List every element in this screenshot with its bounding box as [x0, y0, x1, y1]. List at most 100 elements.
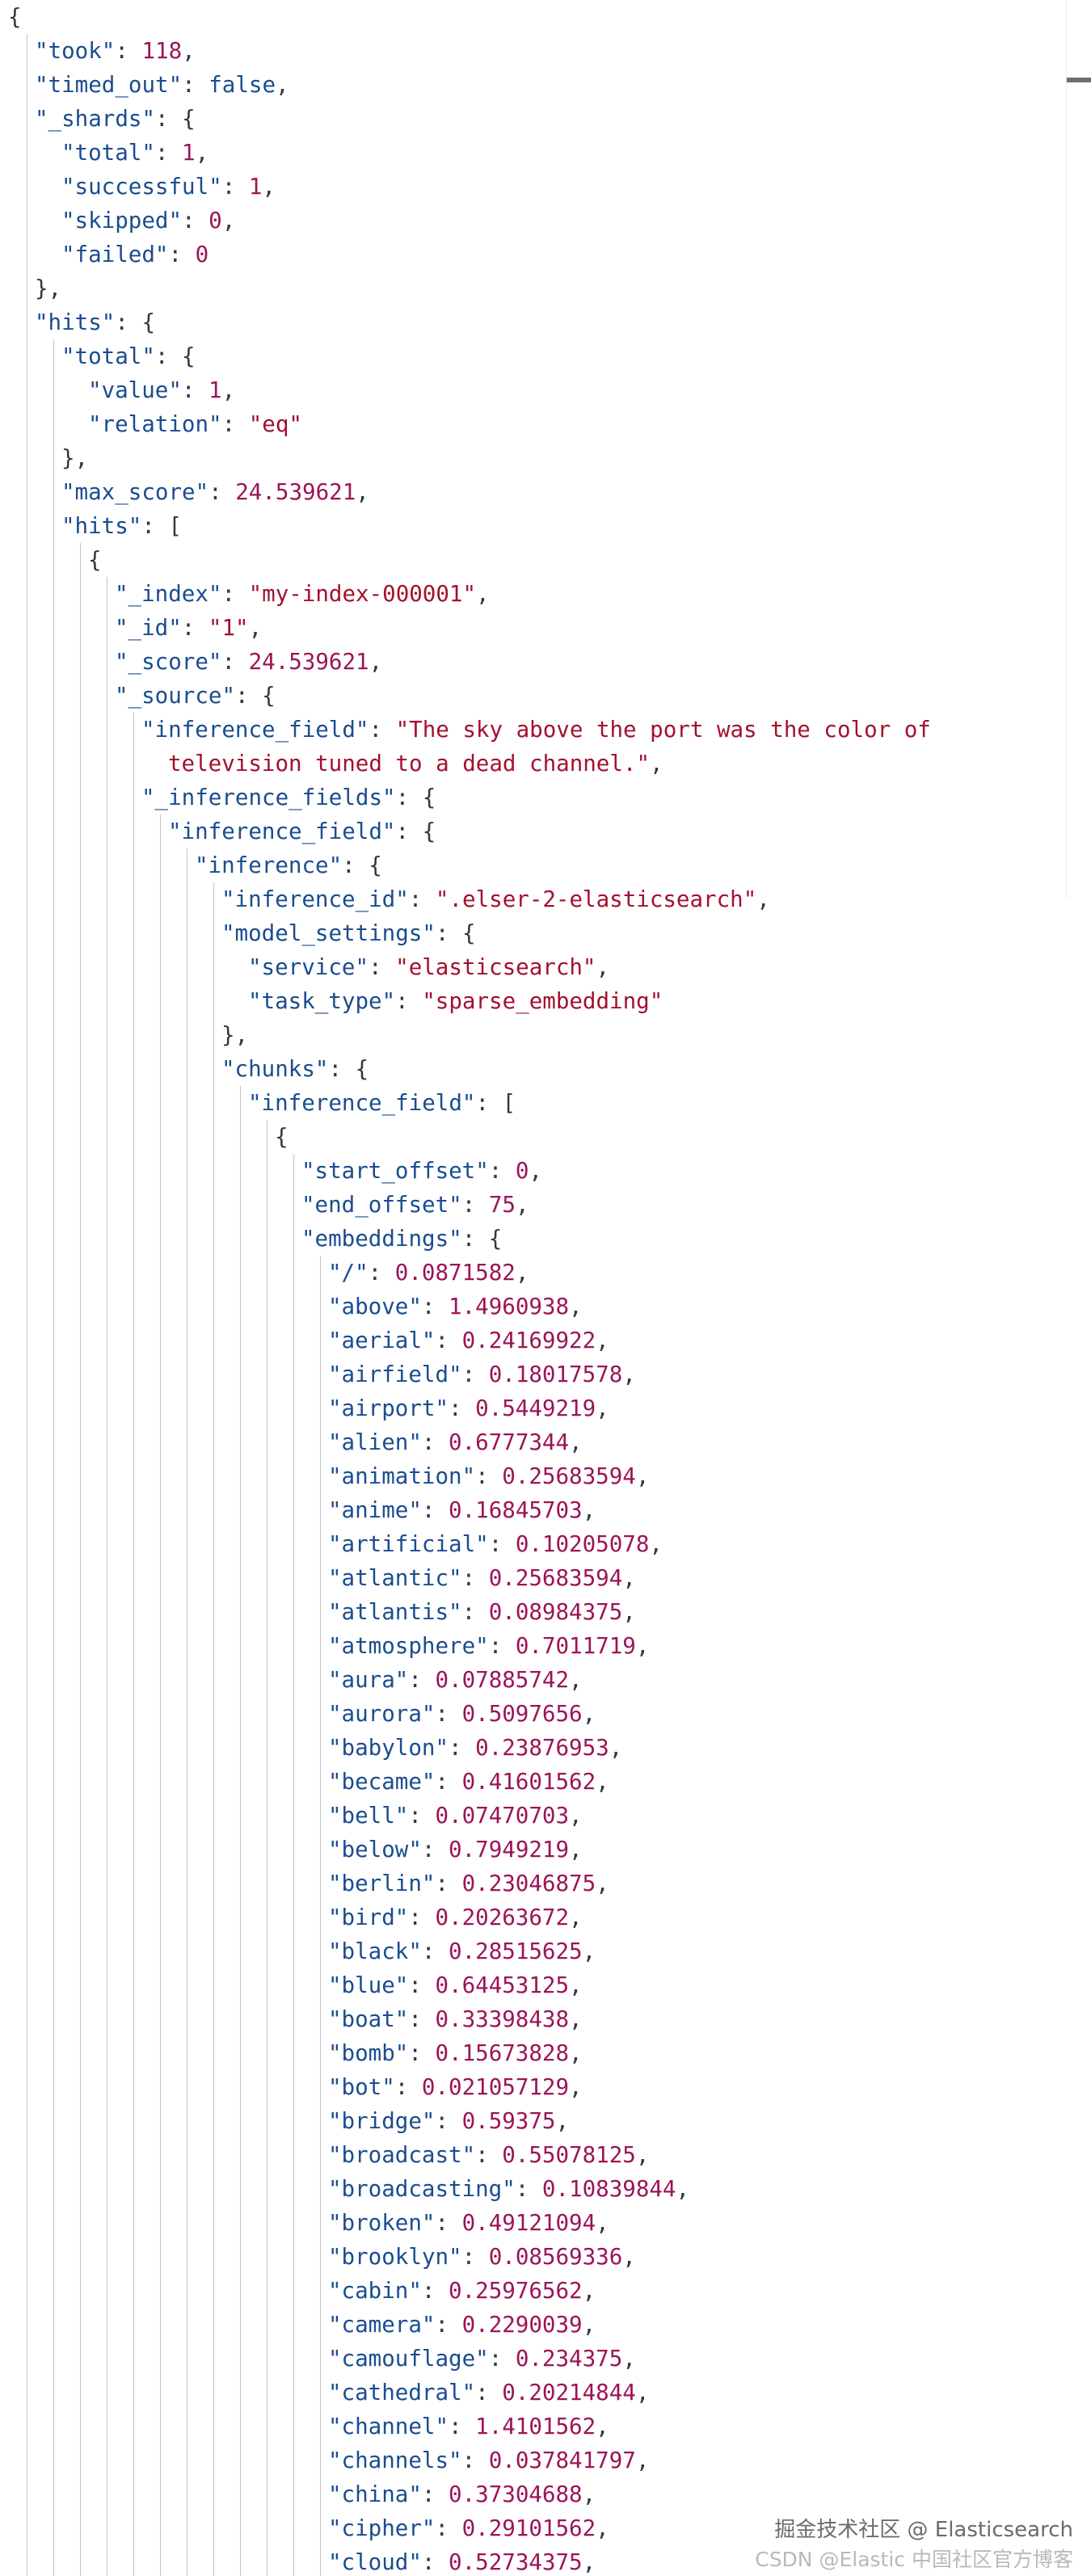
- json-key: "bell": [328, 1803, 409, 1829]
- json-key: "atlantis": [328, 1599, 462, 1625]
- json-number: 0: [195, 242, 209, 267]
- scrollbar-thumb[interactable]: [1067, 78, 1091, 82]
- json-punctuation: ,: [476, 581, 490, 607]
- json-punctuation: :: [475, 2142, 503, 2168]
- json-string: ".elser-2-elasticsearch": [435, 886, 757, 912]
- json-number: 0.5097656: [461, 1701, 583, 1727]
- code-line: "bird": 0.20263672,: [328, 1900, 583, 1934]
- code-line: {: [88, 543, 102, 577]
- json-punctuation: },: [61, 445, 89, 471]
- json-punctuation: : {: [395, 785, 436, 810]
- json-punctuation: :: [449, 1395, 476, 1421]
- json-number: 24.539621: [248, 649, 369, 675]
- json-punctuation: ,: [622, 1362, 636, 1387]
- json-punctuation: : [: [141, 513, 183, 539]
- json-punctuation: :: [408, 1667, 436, 1693]
- json-punctuation: :: [488, 1158, 516, 1184]
- json-punctuation: :: [408, 1905, 436, 1930]
- json-punctuation: : {: [154, 343, 196, 369]
- code-line: "_score": 24.539621,: [115, 645, 382, 679]
- json-key: "broadcast": [328, 2142, 476, 2168]
- json-punctuation: ,: [569, 1803, 583, 1829]
- json-punctuation: ,: [221, 377, 236, 403]
- json-punctuation: :: [221, 174, 249, 200]
- code-line: "babylon": 0.23876953,: [328, 1731, 622, 1765]
- json-punctuation: ,: [596, 2414, 609, 2439]
- json-punctuation: :: [461, 1599, 489, 1625]
- json-punctuation: :: [488, 1633, 516, 1659]
- json-key: "bot": [328, 2074, 395, 2100]
- json-punctuation: ,: [221, 208, 236, 234]
- code-line: "successful": 1,: [61, 170, 276, 204]
- code-line: "_shards": {: [35, 102, 196, 136]
- scrollbar[interactable]: [1066, 0, 1091, 899]
- json-punctuation: :: [182, 72, 209, 98]
- json-punctuation: ,: [635, 1633, 650, 1659]
- json-number: 0.07885742: [435, 1667, 570, 1693]
- code-line: "above": 1.4960938,: [328, 1290, 583, 1324]
- json-punctuation: :: [488, 2346, 516, 2372]
- json-key: "aurora": [328, 1701, 436, 1727]
- indent-guide: [213, 882, 214, 2576]
- json-number: 0.16845703: [449, 1497, 583, 1523]
- json-key: "chunks": [221, 1056, 329, 1082]
- code-line: {: [8, 0, 22, 34]
- code-line: "relation": "eq": [88, 407, 302, 441]
- json-punctuation: ,: [622, 1565, 636, 1591]
- code-line: "aura": 0.07885742,: [328, 1663, 583, 1697]
- code-line: "aurora": 0.5097656,: [328, 1697, 596, 1731]
- json-number: 0.23876953: [475, 1735, 609, 1761]
- json-punctuation: ,: [569, 1294, 583, 1320]
- json-number: 1: [182, 140, 196, 166]
- json-punctuation: ,: [356, 479, 369, 505]
- json-key: "_inference_fields": [141, 785, 396, 810]
- json-key: "inference_id": [221, 886, 409, 912]
- json-punctuation: ,: [596, 954, 610, 980]
- json-key: "total": [61, 140, 155, 166]
- json-punctuation: :: [395, 988, 423, 1014]
- json-key: "berlin": [328, 1871, 436, 1896]
- json-punctuation: :: [369, 717, 396, 743]
- json-key: "end_offset": [301, 1192, 462, 1218]
- code-line: "atmosphere": 0.7011719,: [328, 1629, 649, 1663]
- json-punctuation: :: [488, 1531, 516, 1557]
- json-key: "model_settings": [221, 920, 436, 946]
- json-punctuation: : {: [235, 683, 276, 709]
- json-key: "timed_out": [35, 72, 183, 98]
- json-number: 0.20263672: [435, 1905, 570, 1930]
- json-punctuation: ,: [515, 1192, 529, 1218]
- json-punctuation: :: [435, 1871, 462, 1896]
- json-punctuation: :: [408, 2040, 436, 2066]
- json-key: "became": [328, 1769, 436, 1795]
- json-string: "elasticsearch": [395, 954, 596, 980]
- json-key: "relation": [88, 411, 222, 437]
- json-key: "hits": [61, 513, 142, 539]
- json-punctuation: :: [368, 1260, 395, 1286]
- json-key: "babylon": [328, 1735, 449, 1761]
- json-punctuation: {: [275, 1124, 289, 1150]
- json-punctuation: ,: [756, 886, 770, 912]
- code-line: "channel": 1.4101562,: [328, 2410, 609, 2443]
- json-key: "_id": [115, 615, 182, 641]
- json-number: 0.55078125: [502, 2142, 636, 2168]
- json-punctuation: ,: [569, 2074, 583, 2100]
- json-number: 0.15673828: [435, 2040, 570, 2066]
- json-punctuation: ,: [596, 2515, 609, 2541]
- json-punctuation: ,: [596, 1395, 609, 1421]
- indent-guide: [160, 814, 161, 2576]
- code-line: "animation": 0.25683594,: [328, 1459, 649, 1493]
- json-punctuation: :: [115, 38, 142, 64]
- json-punctuation: ,: [596, 1328, 609, 1353]
- json-punctuation: :: [421, 1497, 449, 1523]
- json-punctuation: ,: [650, 751, 663, 777]
- json-number: 0.20214844: [502, 2380, 636, 2406]
- json-punctuation: ,: [635, 2448, 650, 2473]
- json-punctuation: ,: [515, 1260, 529, 1286]
- code-line: "_inference_fields": {: [141, 781, 436, 814]
- code-line: "bomb": 0.15673828,: [328, 2036, 583, 2070]
- json-punctuation: ,: [622, 1599, 636, 1625]
- code-line: "skipped": 0,: [61, 204, 235, 238]
- code-line: "broadcasting": 0.10839844,: [328, 2172, 689, 2206]
- json-punctuation: :: [154, 140, 183, 166]
- json-number: 0.28515625: [449, 1938, 583, 1964]
